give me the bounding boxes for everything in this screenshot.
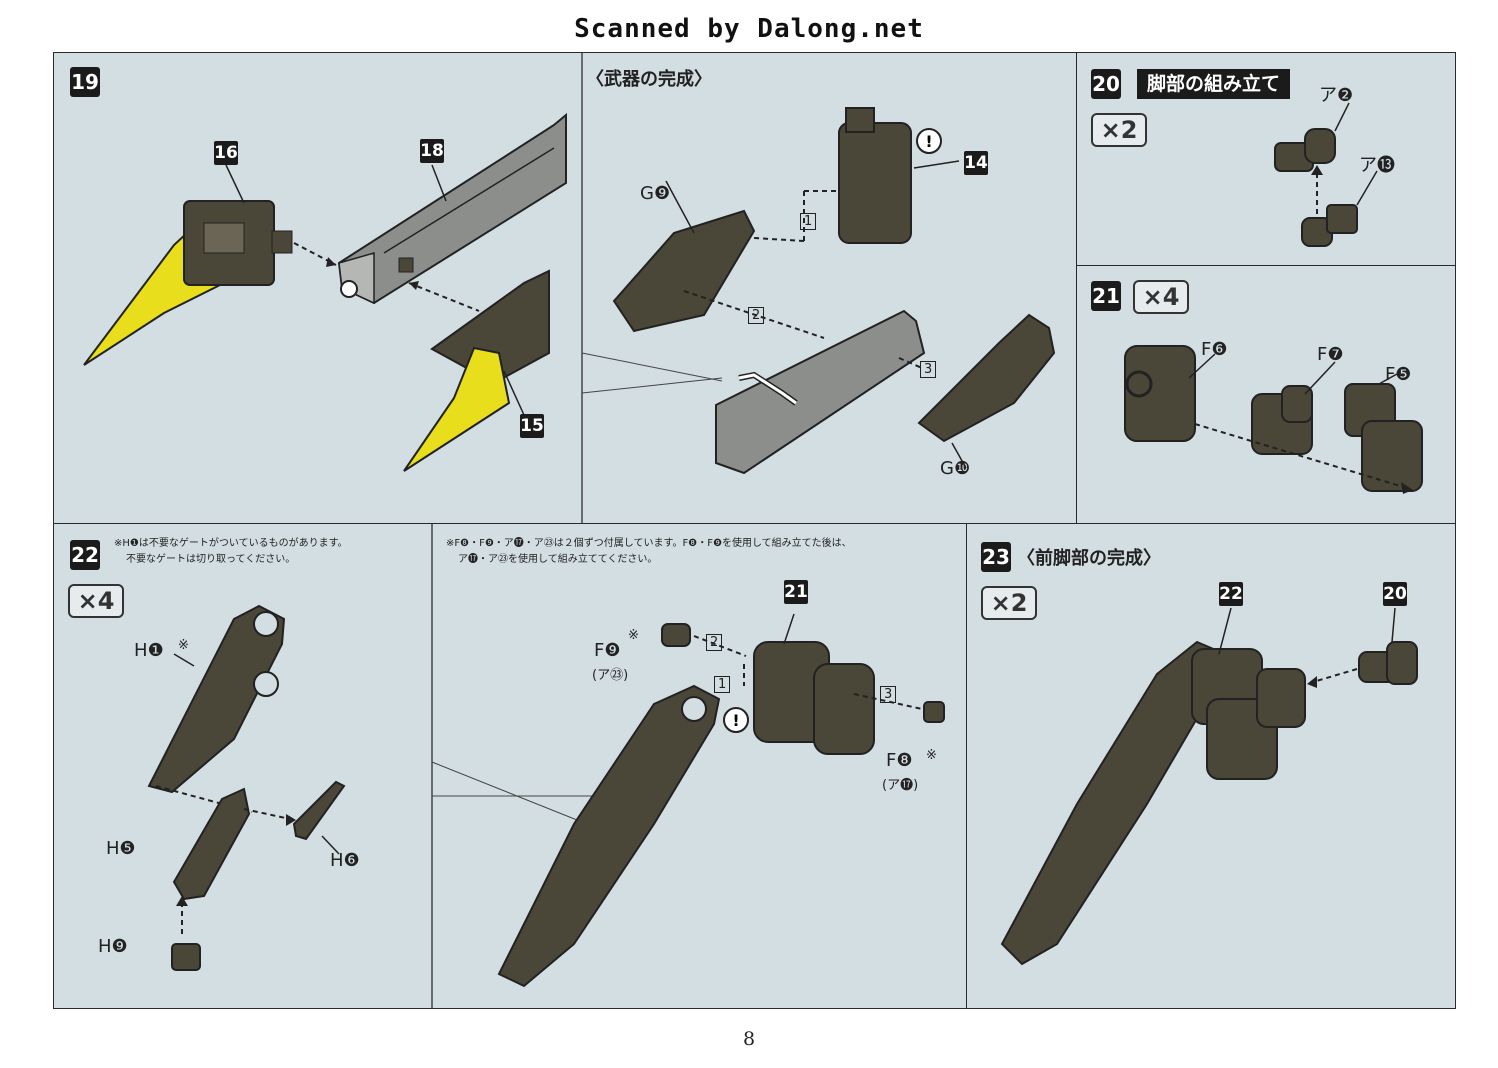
note-right: ※F❽・F❾・ア⓱・ア㉓は２個ずつ付属しています。F❽・F❾を使用して組み立てた… (446, 536, 852, 568)
label-h5: H❺ (106, 838, 136, 859)
part-21-tag: 21 (784, 580, 808, 604)
step-22-panel: ! 22 ×4 ※H❶は不要なゲートがついているものがあります。 不要なゲートは… (53, 523, 967, 1009)
step-23-multiplier: ×2 (981, 586, 1037, 620)
step-19-panel: ! 19 〈武器の完成〉 16 18 15 14 G❾ G❿ 1 2 3 (53, 52, 1077, 524)
label-h9: H❾ (98, 936, 128, 957)
part-22-tag: 22 (1219, 582, 1243, 606)
svg-text:!: ! (925, 132, 932, 151)
step-23-illustration (1000, 607, 1418, 966)
note-right-line-2: ア⓱・ア㉓を使用して組み立ててください。 (458, 554, 658, 565)
note-left: ※H❶は不要なゲートがついているものがあります。 不要なゲートは切り取ってくださ… (114, 536, 348, 568)
step-22-multiplier: ×4 (68, 584, 124, 618)
label-f8: F❽ (886, 750, 913, 771)
label-a23: (ア㉓) (592, 668, 629, 683)
label-f6: F❻ (1201, 339, 1228, 360)
part-15-tag: 15 (520, 414, 544, 438)
step-19-illustration: ! (83, 53, 1056, 523)
label-f7: F❼ (1317, 344, 1344, 365)
step-23-panel: 23 〈前脚部の完成〉 ×2 22 20 (966, 523, 1456, 1009)
step-20-illustration (1274, 102, 1378, 247)
step-23-number: 23 (981, 542, 1011, 572)
label-a2: ア❷ (1319, 85, 1354, 106)
mark-f9: ※ (628, 628, 639, 643)
part-18-tag: 18 (420, 139, 444, 163)
step-20-number: 20 (1091, 69, 1121, 99)
seq-3: 3 (920, 361, 937, 378)
step-20-multiplier: ×2 (1091, 113, 1147, 147)
part-16-tag: 16 (214, 141, 238, 165)
step-21-panel: 21 ×4 F❻ F❼ F❺ (1076, 265, 1456, 525)
step-22-number: 22 (70, 540, 100, 570)
seq-2: 2 (748, 307, 765, 324)
part-20-tag: 20 (1383, 582, 1407, 606)
label-a13: ア⓭ (1359, 155, 1395, 176)
step-21-illustration (1124, 345, 1423, 494)
seq-22-3: 3 (880, 686, 897, 703)
note-left-line-1: ※H❶は不要なゲートがついているものがあります。 (114, 538, 348, 549)
label-g9: G❾ (640, 183, 671, 204)
label-h1: H❶ (134, 640, 164, 661)
seq-1: 1 (800, 213, 817, 230)
step-23-subtitle: 〈前脚部の完成〉 (1017, 548, 1161, 569)
note-left-line-2: 不要なゲートは切り取ってください。 (126, 554, 296, 565)
label-a17: (ア⓱) (882, 778, 919, 793)
mark-f8: ※ (926, 748, 937, 763)
seq-22-1: 1 (714, 676, 731, 693)
page-number: 8 (742, 1028, 756, 1050)
watermark: Scanned by Dalong.net (574, 14, 924, 44)
step-20-title: 脚部の組み立て (1137, 69, 1291, 99)
mark-h1: ※ (178, 638, 189, 653)
part-14-tag: 14 (964, 151, 988, 175)
step-21-multiplier: ×4 (1133, 280, 1189, 314)
label-f9: F❾ (594, 640, 621, 661)
label-g10: G❿ (940, 458, 971, 479)
step-21-number: 21 (1091, 281, 1121, 311)
svg-text:!: ! (732, 711, 739, 730)
seq-22-2: 2 (706, 634, 723, 651)
step-19-number: 19 (70, 67, 100, 97)
label-h6: H❻ (330, 850, 360, 871)
step-19-subtitle: 〈武器の完成〉 (586, 69, 712, 90)
step-20-panel: 20 脚部の組み立て ×2 ア❷ ア⓭ (1076, 52, 1456, 266)
label-f5: F❺ (1385, 364, 1412, 385)
step-22-illustration: ! (147, 524, 945, 1008)
note-right-line-1: ※F❽・F❾・ア⓱・ア㉓は２個ずつ付属しています。F❽・F❾を使用して組み立てた… (446, 538, 852, 549)
